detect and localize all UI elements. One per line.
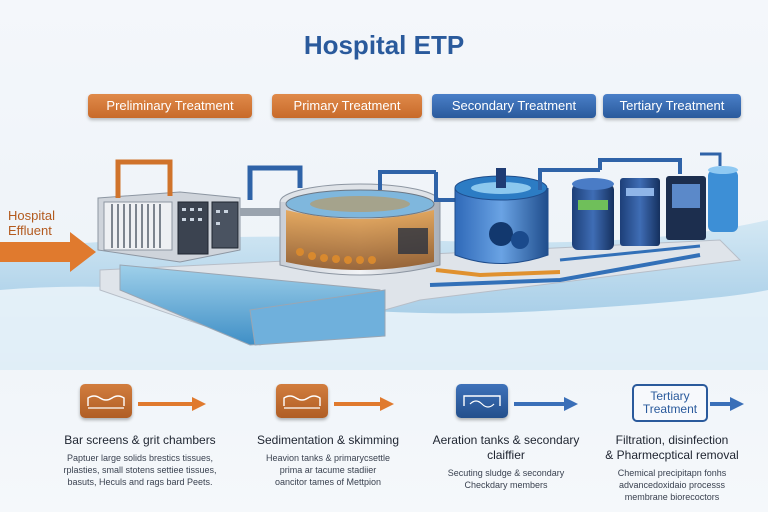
sedimentation-icon [276, 384, 328, 418]
influent-arrow [0, 232, 96, 272]
step-arrow-3 [514, 397, 578, 411]
stage-tab-tertiary[interactable]: Tertiary Treatment [603, 94, 741, 118]
step-heading-secondary: Aeration tanks & secondary claiffier [432, 433, 580, 462]
bar-screen-icon [80, 384, 132, 418]
step-arrow-1 [138, 397, 206, 411]
tertiary-units [572, 152, 738, 250]
effluent-pipe [429, 253, 701, 287]
stage-tab-preliminary[interactable]: Preliminary Treatment [88, 94, 252, 118]
stage-tab-secondary[interactable]: Secondary Treatment [432, 94, 596, 118]
aeration-tank [434, 168, 600, 264]
influent-label: Hospital Effluent [8, 208, 55, 238]
primary-clarifier [240, 165, 441, 276]
step-desc-preliminary: Paptuer large solids brestics tissues,rp… [63, 453, 217, 487]
stage-tab-primary[interactable]: Primary Treatment [272, 94, 422, 118]
bar-screen-unit [97, 159, 241, 263]
step-arrow-4 [710, 397, 744, 411]
step-heading-primary: Sedimentation & skimming [256, 433, 400, 447]
return-pipe [435, 268, 561, 278]
step-heading-preliminary: Bar screens & grit chambers [64, 433, 216, 447]
step-arrow-2 [334, 397, 394, 411]
treatment-plant-illustration [0, 152, 768, 370]
page-title: Hospital ETP [303, 30, 465, 60]
aeration-icon [456, 384, 508, 418]
step-heading-tertiary: Filtration, disinfection & Pharmecptical… [605, 433, 739, 462]
tertiary-badge: Tertiary Treatment [632, 384, 708, 422]
